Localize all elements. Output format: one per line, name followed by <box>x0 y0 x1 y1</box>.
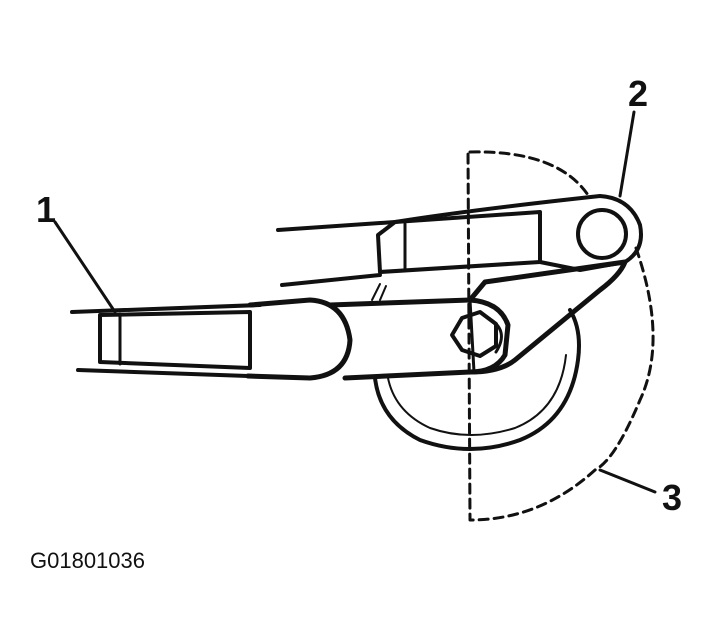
leader-line-2 <box>618 110 636 198</box>
leader-line-3 <box>598 468 657 494</box>
leader-line-1 <box>53 220 117 314</box>
pivot-bolt <box>450 310 503 358</box>
callout-2: 2 <box>628 73 648 114</box>
lower-tool <box>70 297 353 381</box>
upper-tool <box>276 194 643 287</box>
pulley-outer <box>373 308 581 451</box>
callout-3: 3 <box>662 477 682 518</box>
pulley-inner <box>387 354 567 436</box>
rotation-range-arc <box>466 148 655 522</box>
tensioner-arm <box>327 259 628 381</box>
figure-code: G01801036 <box>30 548 145 573</box>
callout-1: 1 <box>36 189 56 230</box>
